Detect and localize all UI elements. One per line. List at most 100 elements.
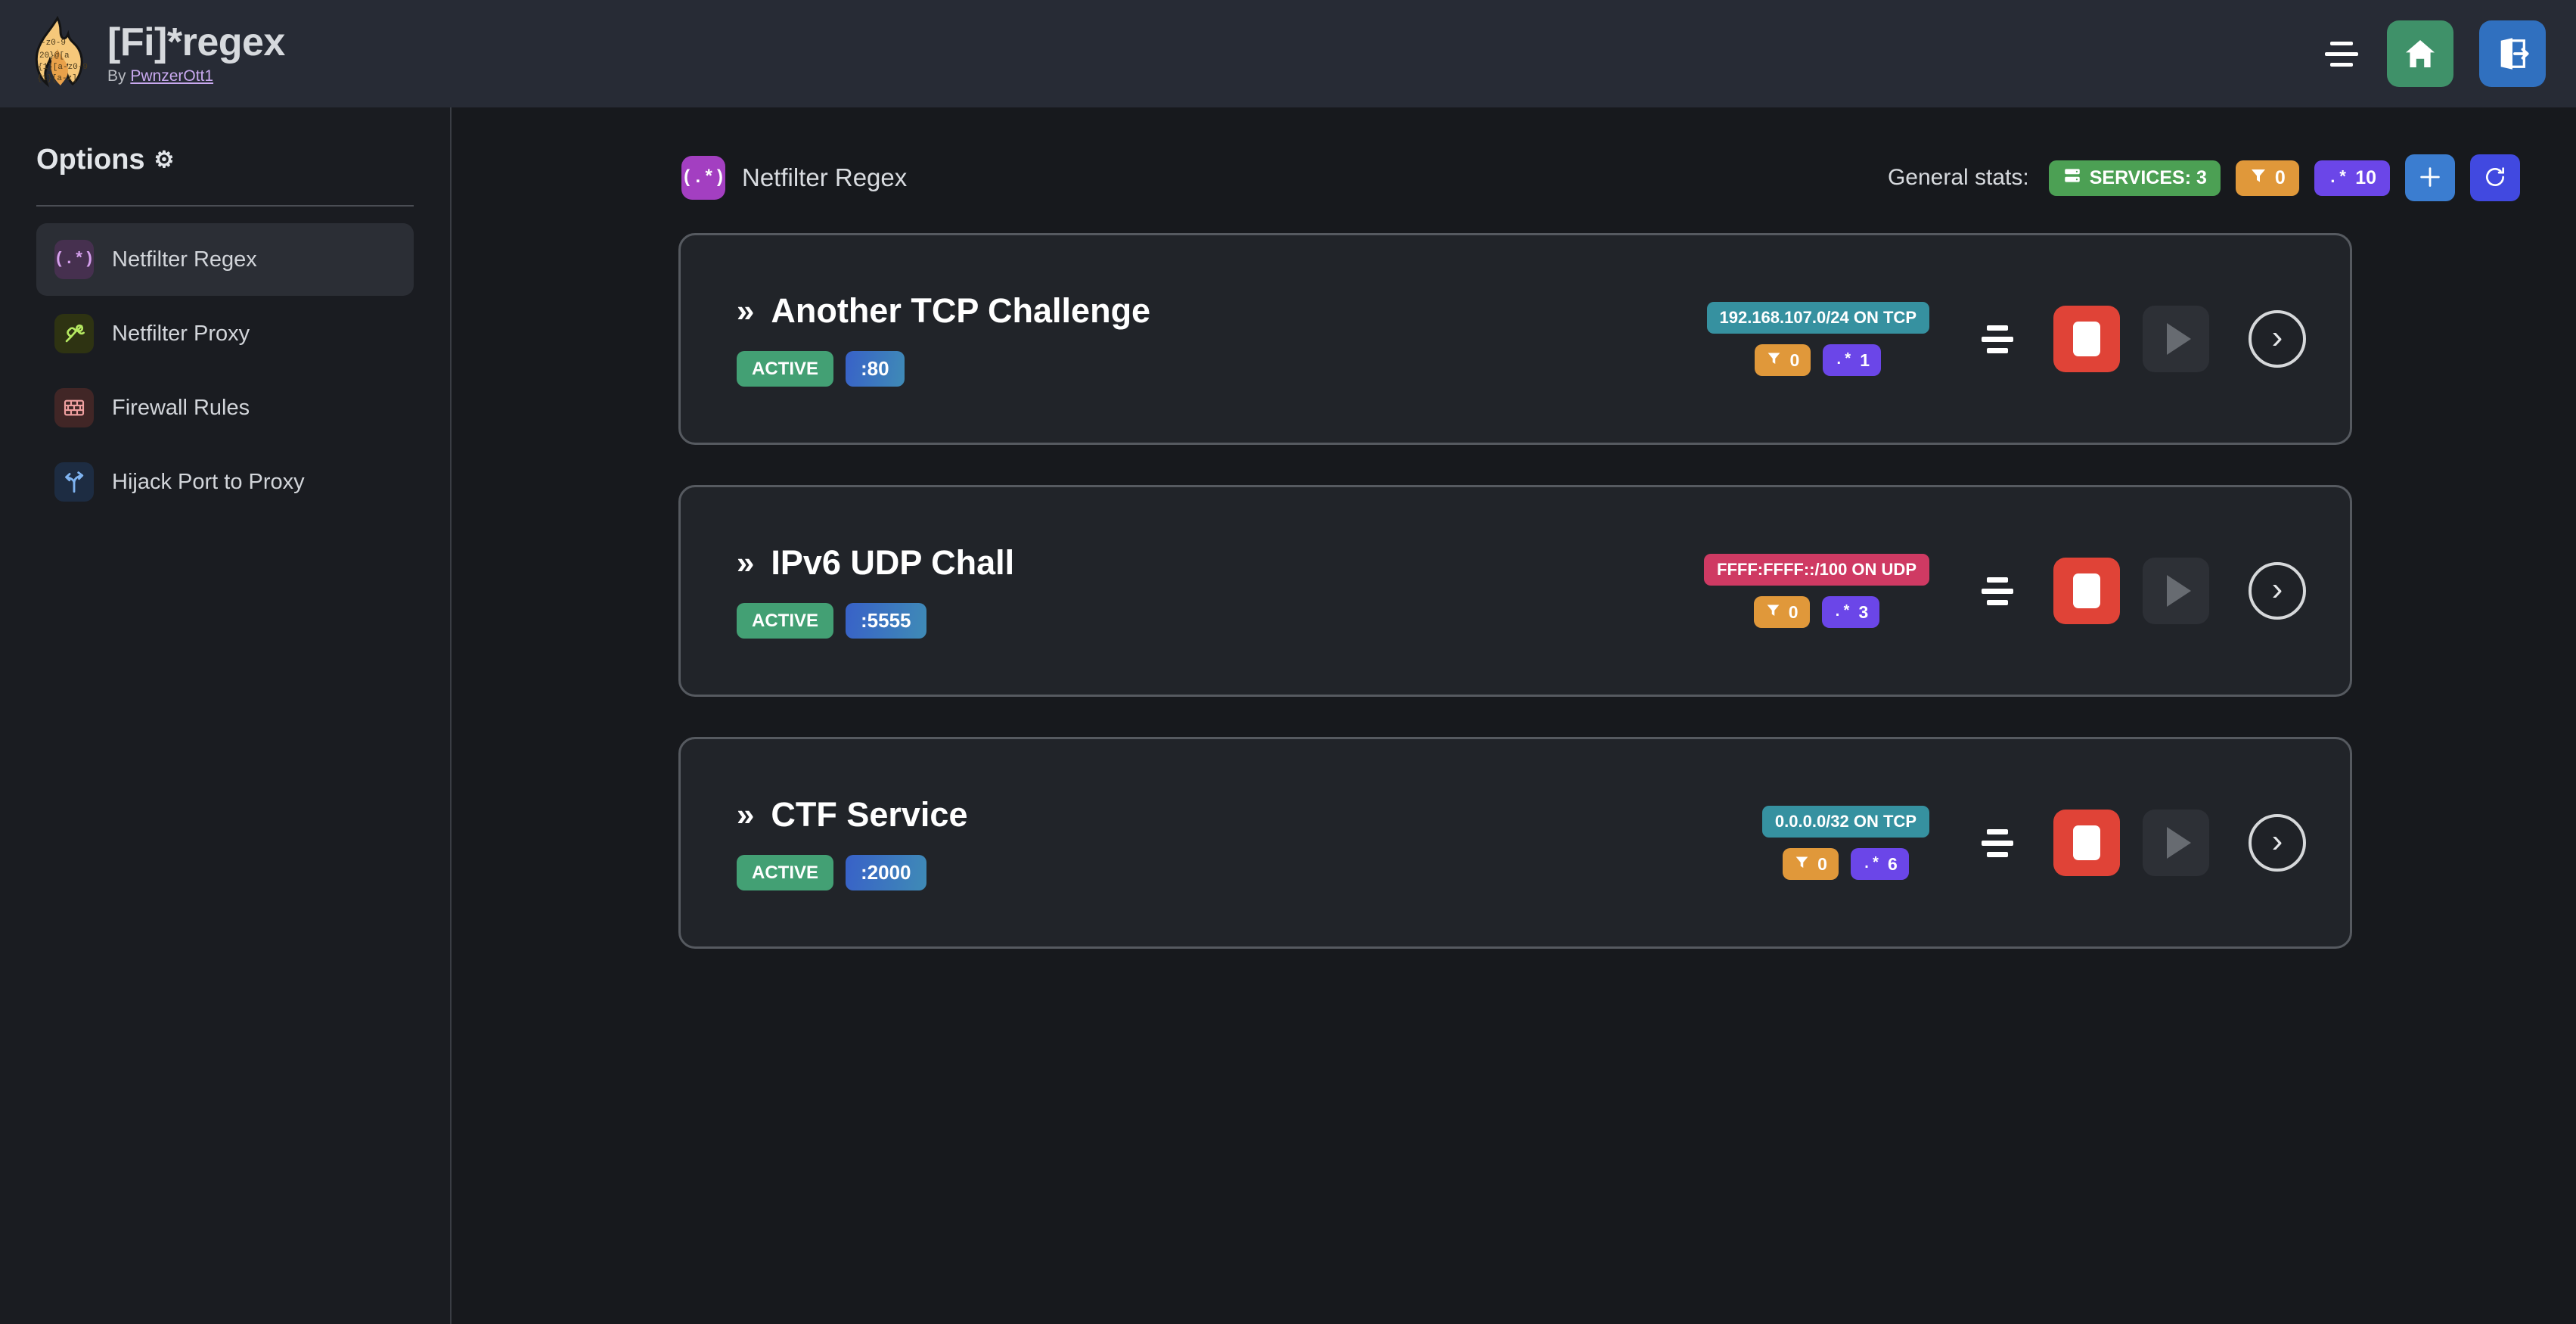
general-stats: General stats: SERVICES: 3 [1888,154,2520,201]
filters-badge: 0 [1783,848,1839,880]
regexes-badge: .* 3 [1821,596,1880,628]
network-info: 0.0.0.0/32 ON TCP 0 .* 6 [1761,806,1929,880]
regexes-badge: .* 1 [1823,344,1882,376]
service-tags: ACTIVE :2000 [737,855,967,890]
sidebar-item-hijack-port-to-proxy[interactable]: Hijack Port to Proxy [36,446,414,518]
network-info: FFFF:FFFF::/100 ON UDP 0 .* 3 [1704,554,1929,628]
flame-logo: -z0-9 20}@[a {1}[a-z0-9] {1}[a-z] [27,16,88,92]
chevron-double-right-icon: » [737,293,755,328]
service-details-button[interactable]: › [2249,562,2306,620]
stop-icon [2073,825,2100,860]
services-badge-text: SERVICES: 3 [2089,166,2207,188]
regexes-count: 6 [1887,853,1898,874]
service-details-button[interactable]: › [2249,814,2306,872]
filters-badge: 0 [1753,596,1810,628]
svg-text:-z0-9: -z0-9 [41,39,66,48]
app-header: -z0-9 20}@[a {1}[a-z0-9] {1}[a-z] [Fi]*r… [0,0,2576,107]
svg-text:{1}[a-z0-9]: {1}[a-z0-9] [38,63,88,72]
sidebar-item-netfilter-regex[interactable]: (.*) Netfilter Regex [36,223,414,296]
regexes-count: 1 [1860,350,1870,370]
svg-text:{1}[a-z]: {1}[a-z] [37,74,77,83]
stop-icon [2073,322,2100,356]
service-controls: FFFF:FFFF::/100 ON UDP 0 .* 3 [1704,554,2306,628]
regexes-badge-text: 10 [2355,166,2376,188]
regex-icon: (.*) [681,156,725,200]
play-icon [2167,323,2191,355]
network-info: 192.168.107.0/24 ON TCP 0 .* 1 [1706,302,1929,376]
by-label: By [107,67,131,85]
fork-icon [54,462,94,502]
service-name: CTF Service [771,795,968,834]
chevron-right-icon: › [2271,822,2283,859]
home-button[interactable] [2387,20,2453,87]
service-card[interactable]: » CTF Service ACTIVE :2000 0.0.0.0/32 ON… [678,737,2352,949]
service-info: » IPv6 UDP Chall ACTIVE :5555 [737,543,1014,639]
service-tags: ACTIVE :80 [737,351,1150,387]
refresh-icon [2483,165,2507,191]
app-author: By PwnzerOtt1 [107,67,285,85]
filter-icon [1765,602,1781,623]
sidebar-item-netfilter-proxy[interactable]: Netfilter Proxy [36,297,414,370]
port-badge: :2000 [846,855,926,890]
header-actions [2322,20,2546,87]
service-controls: 192.168.107.0/24 ON TCP 0 .* 1 [1706,302,2306,376]
stop-icon [2073,573,2100,608]
play-button[interactable] [2143,558,2209,624]
hamburger-icon[interactable] [2322,39,2361,69]
chevron-double-right-icon: » [737,545,755,580]
service-details-button[interactable]: › [2249,310,2306,368]
status-badge: ACTIVE [737,855,834,890]
filter-icon [2249,166,2267,190]
filters-badge-text: 0 [2274,166,2286,188]
add-service-button[interactable] [2405,154,2455,201]
filters-count: 0 [1817,853,1827,874]
service-list: » Another TCP Challenge ACTIVE :80 192.1… [678,233,2576,949]
counts: 0 .* 6 [1783,848,1909,880]
counts: 0 .* 1 [1755,344,1882,376]
svg-text:20}@[a: 20}@[a [39,51,70,61]
sidebar-item-label: Netfilter Proxy [112,321,250,346]
general-stats-label: General stats: [1887,165,2029,190]
regexes-badge: .* 6 [1850,848,1909,880]
services-badge: SERVICES: 3 [2048,160,2221,196]
service-name: IPv6 UDP Chall [771,543,1015,582]
service-info: » Another TCP Challenge ACTIVE :80 [737,291,1150,387]
refresh-button[interactable] [2470,154,2520,201]
author-link[interactable]: PwnzerOtt1 [130,67,214,85]
page-title: Netfilter Regex [742,163,908,191]
filters-badge: 0 [1755,344,1811,376]
network-badge: 192.168.107.0/24 ON TCP [1706,302,1929,334]
service-card[interactable]: » IPv6 UDP Chall ACTIVE :5555 FFFF:FFFF:… [678,485,2352,697]
service-card[interactable]: » Another TCP Challenge ACTIVE :80 192.1… [678,233,2352,445]
play-button[interactable] [2143,306,2209,372]
regex-icon: .* [2327,168,2348,188]
stop-button[interactable] [2053,810,2120,876]
page-header: (.*) Netfilter Regex General stats: SERV… [681,154,2576,201]
plus-icon [2417,164,2443,192]
play-icon [2167,575,2191,607]
sidebar-item-label: Hijack Port to Proxy [112,469,305,494]
sliders-icon[interactable] [1976,577,2019,605]
sliders-icon[interactable] [1976,828,2019,857]
logout-button[interactable] [2479,20,2546,87]
filters-count: 0 [1788,601,1799,622]
port-badge: :5555 [846,603,926,639]
sidebar-item-firewall-rules[interactable]: Firewall Rules [36,371,414,444]
stop-button[interactable] [2053,558,2120,624]
chevron-double-right-icon: » [737,797,755,832]
service-name: Another TCP Challenge [771,291,1151,330]
play-button[interactable] [2143,810,2209,876]
filters-count: 0 [1789,350,1800,370]
service-tags: ACTIVE :5555 [737,603,1014,639]
sliders-icon[interactable] [1976,325,2019,353]
stop-button[interactable] [2053,306,2120,372]
filter-icon [1794,854,1810,875]
regexes-count: 3 [1858,601,1869,622]
service-title: » CTF Service [737,795,967,834]
play-icon [2167,827,2191,859]
status-badge: ACTIVE [737,351,834,387]
service-info: » CTF Service ACTIVE :2000 [737,795,967,890]
network-badge: FFFF:FFFF::/100 ON UDP [1704,554,1929,586]
home-icon [2402,36,2438,72]
app-title: [Fi]*regex [107,20,285,65]
